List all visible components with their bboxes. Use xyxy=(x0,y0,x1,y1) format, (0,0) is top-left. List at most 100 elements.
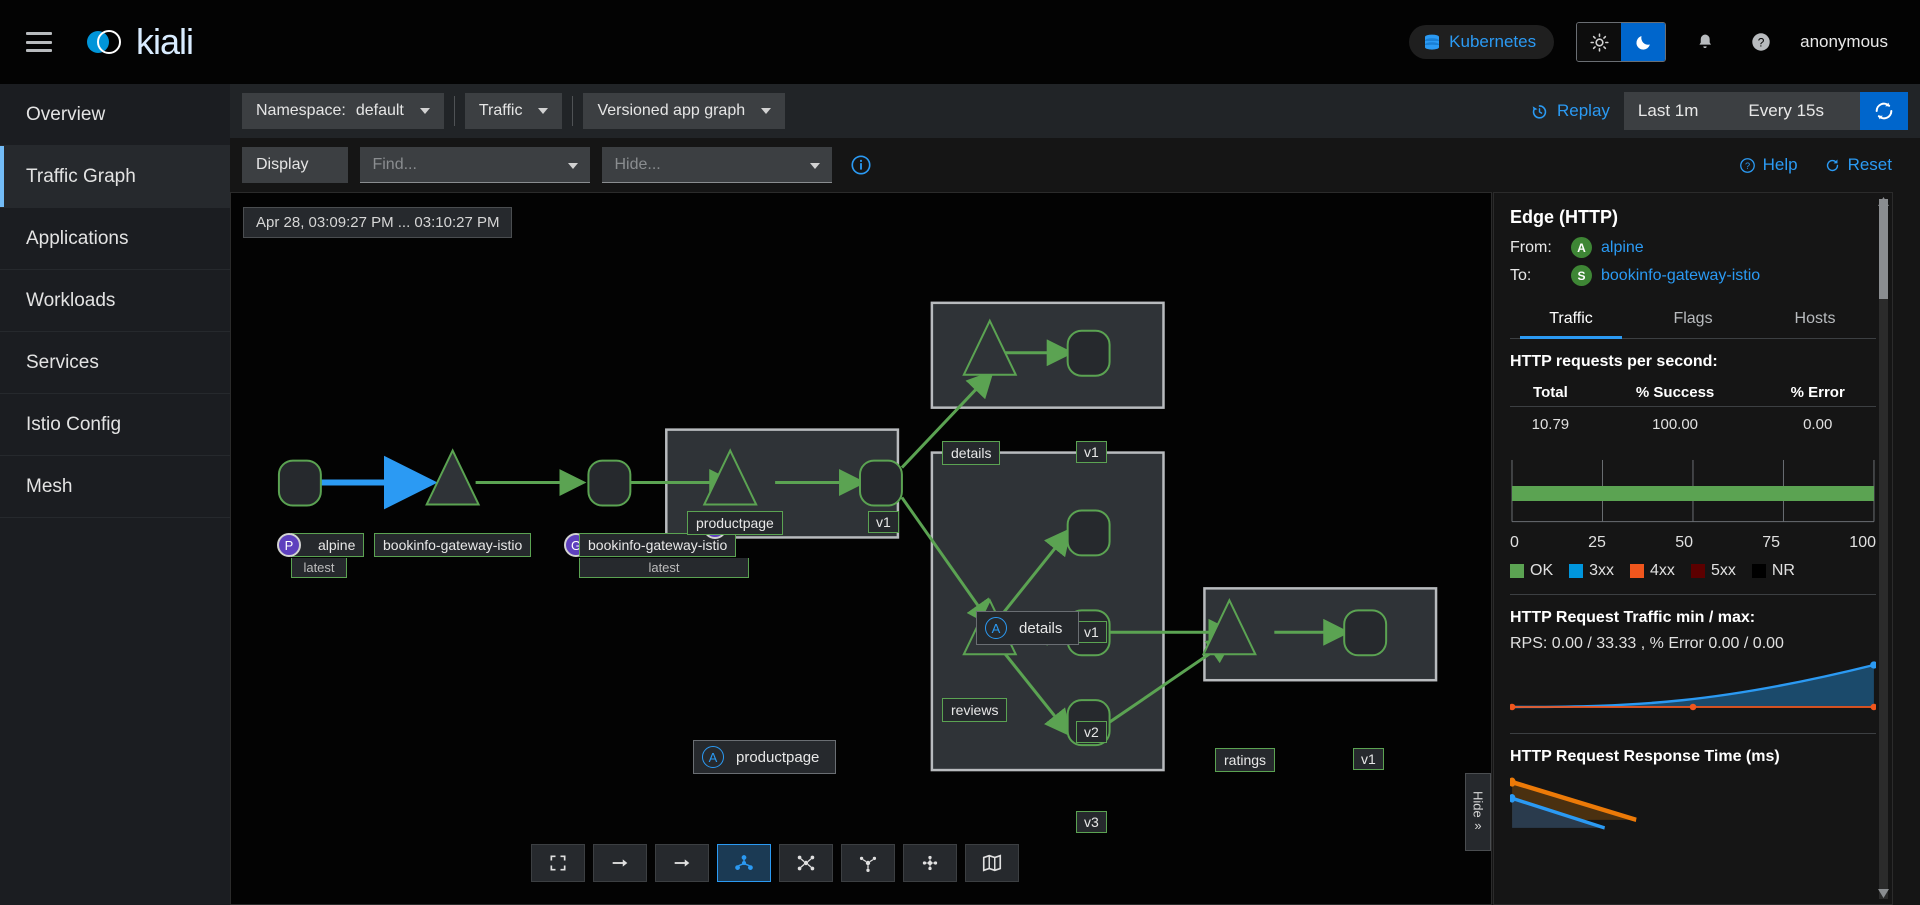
bar-chart-ticks: 0 25 50 75 100 xyxy=(1510,534,1876,552)
sidebar-item-overview[interactable]: Overview xyxy=(0,84,230,146)
namespace-selector[interactable]: Namespace: default xyxy=(242,93,444,129)
response-time-heading: HTTP Request Response Time (ms) xyxy=(1510,748,1780,765)
scroll-up-arrow-icon[interactable] xyxy=(1878,197,1889,206)
replay-label: Replay xyxy=(1557,101,1610,120)
group-label-productpage[interactable]: A productpage xyxy=(693,740,837,774)
edge-reviews-to-v1 xyxy=(998,527,1072,619)
help-link[interactable]: ? Help xyxy=(1739,155,1798,175)
dark-theme-button[interactable] xyxy=(1621,23,1666,61)
tab-traffic[interactable]: Traffic xyxy=(1510,300,1632,339)
group-label-details[interactable]: A details xyxy=(976,611,1080,645)
node-version-reviews-v2[interactable]: v2 xyxy=(1076,721,1107,743)
info-icon[interactable] xyxy=(850,154,872,176)
display-label: Display xyxy=(256,156,309,173)
edge-productpage-to-details xyxy=(900,370,994,469)
sparkline-area-rps xyxy=(1512,665,1874,707)
sparkline-point-error-mid xyxy=(1689,703,1697,711)
node-version-details[interactable]: v1 xyxy=(1076,441,1107,463)
node-label-productpage[interactable]: productpage xyxy=(687,511,783,535)
tab-hosts[interactable]: Hosts xyxy=(1794,310,1836,327)
hamburger-menu-icon[interactable] xyxy=(26,32,52,52)
layout-default-icon[interactable] xyxy=(717,844,771,882)
time-range-value: Last 1m xyxy=(1637,101,1699,120)
sidebar-item-label: Overview xyxy=(26,103,106,125)
brand-logo-area[interactable]: kiali xyxy=(82,20,194,64)
node-label-alpine[interactable]: alpine xyxy=(291,533,365,557)
layout-cola-icon[interactable] xyxy=(779,844,833,882)
panel-to-row: To: S bookinfo-gateway-istio xyxy=(1510,265,1876,286)
step-forward-icon[interactable] xyxy=(593,844,647,882)
node-reviews-v1 xyxy=(1066,509,1111,557)
panel-scrollbar[interactable] xyxy=(1879,199,1888,899)
response-code-legend: OK 3xx 4xx 5xx xyxy=(1510,562,1876,580)
divider xyxy=(1510,733,1876,734)
table-row: 10.79 100.00 0.00 xyxy=(1510,407,1876,443)
sparkline-point-rps-max xyxy=(1870,661,1876,669)
node-version-ratings[interactable]: v1 xyxy=(1353,748,1384,770)
sidebar-item-istio-config[interactable]: Istio Config xyxy=(0,394,230,456)
node-label-gateway-service[interactable]: bookinfo-gateway-istio xyxy=(374,533,532,557)
fit-to-screen-icon[interactable] xyxy=(531,844,585,882)
notifications-button[interactable] xyxy=(1688,25,1722,59)
help-button[interactable]: ? xyxy=(1744,25,1778,59)
to-value-link[interactable]: bookinfo-gateway-istio xyxy=(1601,266,1761,284)
graph-type-selector[interactable]: Traffic xyxy=(464,93,563,129)
node-label-reviews[interactable]: reviews xyxy=(942,698,1008,722)
replay-button[interactable]: Replay xyxy=(1530,101,1624,121)
find-input[interactable] xyxy=(360,147,591,183)
step-back-icon[interactable] xyxy=(655,844,709,882)
divider xyxy=(453,96,455,126)
time-range-selector[interactable]: Last 1m xyxy=(1624,101,1734,121)
legend-icon[interactable] xyxy=(965,844,1019,882)
sidebar-item-mesh[interactable]: Mesh xyxy=(0,456,230,518)
legend-label-nr: NR xyxy=(1771,562,1795,579)
divider xyxy=(572,96,574,126)
sidebar-item-applications[interactable]: Applications xyxy=(0,208,230,270)
tab-flags[interactable]: Flags xyxy=(1673,310,1713,327)
legend-swatch-5xx xyxy=(1690,564,1705,578)
username-label[interactable]: anonymous xyxy=(1800,32,1888,51)
theme-toggle[interactable] xyxy=(1576,22,1667,62)
scrollbar-thumb[interactable] xyxy=(1879,199,1888,299)
rps-heading: HTTP requests per second: xyxy=(1510,353,1718,370)
node-version-productpage[interactable]: v1 xyxy=(868,511,899,533)
graph-kind-selector[interactable]: Versioned app graph xyxy=(583,93,786,129)
light-theme-button[interactable] xyxy=(1577,23,1622,61)
edge-reviews-to-v3 xyxy=(998,646,1072,737)
traffic-graph-canvas[interactable]: Apr 28, 03:09:27 PM ... 03:10:27 PM xyxy=(230,192,1492,905)
cell-total: 10.79 xyxy=(1531,416,1570,433)
node-label-details[interactable]: details xyxy=(942,441,1001,465)
group-badge-icon: A xyxy=(985,617,1007,639)
node-version-reviews-v1[interactable]: v1 xyxy=(1076,621,1107,643)
hide-input[interactable] xyxy=(602,147,833,183)
node-label-ratings[interactable]: ratings xyxy=(1215,748,1276,772)
brand-name: kiali xyxy=(136,21,194,62)
edge-details-panel: Edge (HTTP) From: A alpine To: S bookinf… xyxy=(1493,192,1893,905)
sidebar-item-services[interactable]: Services xyxy=(0,332,230,394)
toolbar2-right-group: ? Help Reset xyxy=(1739,155,1908,175)
cell-error: 0.00 xyxy=(1803,416,1833,433)
node-gateway-app xyxy=(587,459,632,507)
display-menu-button[interactable]: Display xyxy=(242,147,349,183)
column-header-total: Total xyxy=(1510,379,1591,407)
node-version-reviews-v3[interactable]: v3 xyxy=(1076,811,1107,833)
sidebar-item-traffic-graph[interactable]: Traffic Graph xyxy=(0,146,230,208)
sidebar-nav: Overview Traffic Graph Applications Work… xyxy=(0,84,230,905)
refresh-button[interactable] xyxy=(1860,92,1908,130)
reset-link[interactable]: Reset xyxy=(1824,155,1892,175)
refresh-interval-selector[interactable]: Every 15s xyxy=(1734,101,1860,121)
chevron-down-icon xyxy=(538,108,549,114)
cluster-badge[interactable]: Kubernetes xyxy=(1409,25,1555,59)
scroll-down-arrow-icon[interactable] xyxy=(1878,889,1889,898)
layout-dagre-icon[interactable] xyxy=(841,844,895,882)
hide-side-panel-tab[interactable]: Hide » xyxy=(1465,773,1491,851)
legend-item-4xx: 4xx xyxy=(1630,562,1675,580)
tick-50: 50 xyxy=(1675,534,1693,551)
layout-grid-icon[interactable] xyxy=(903,844,957,882)
from-value-link[interactable]: alpine xyxy=(1601,238,1644,256)
graph-toolbar-secondary: Display ? xyxy=(230,138,1920,192)
sidebar-item-workloads[interactable]: Workloads xyxy=(0,270,230,332)
rt-line-avg xyxy=(1511,779,1637,823)
group-box-details xyxy=(930,301,1165,409)
